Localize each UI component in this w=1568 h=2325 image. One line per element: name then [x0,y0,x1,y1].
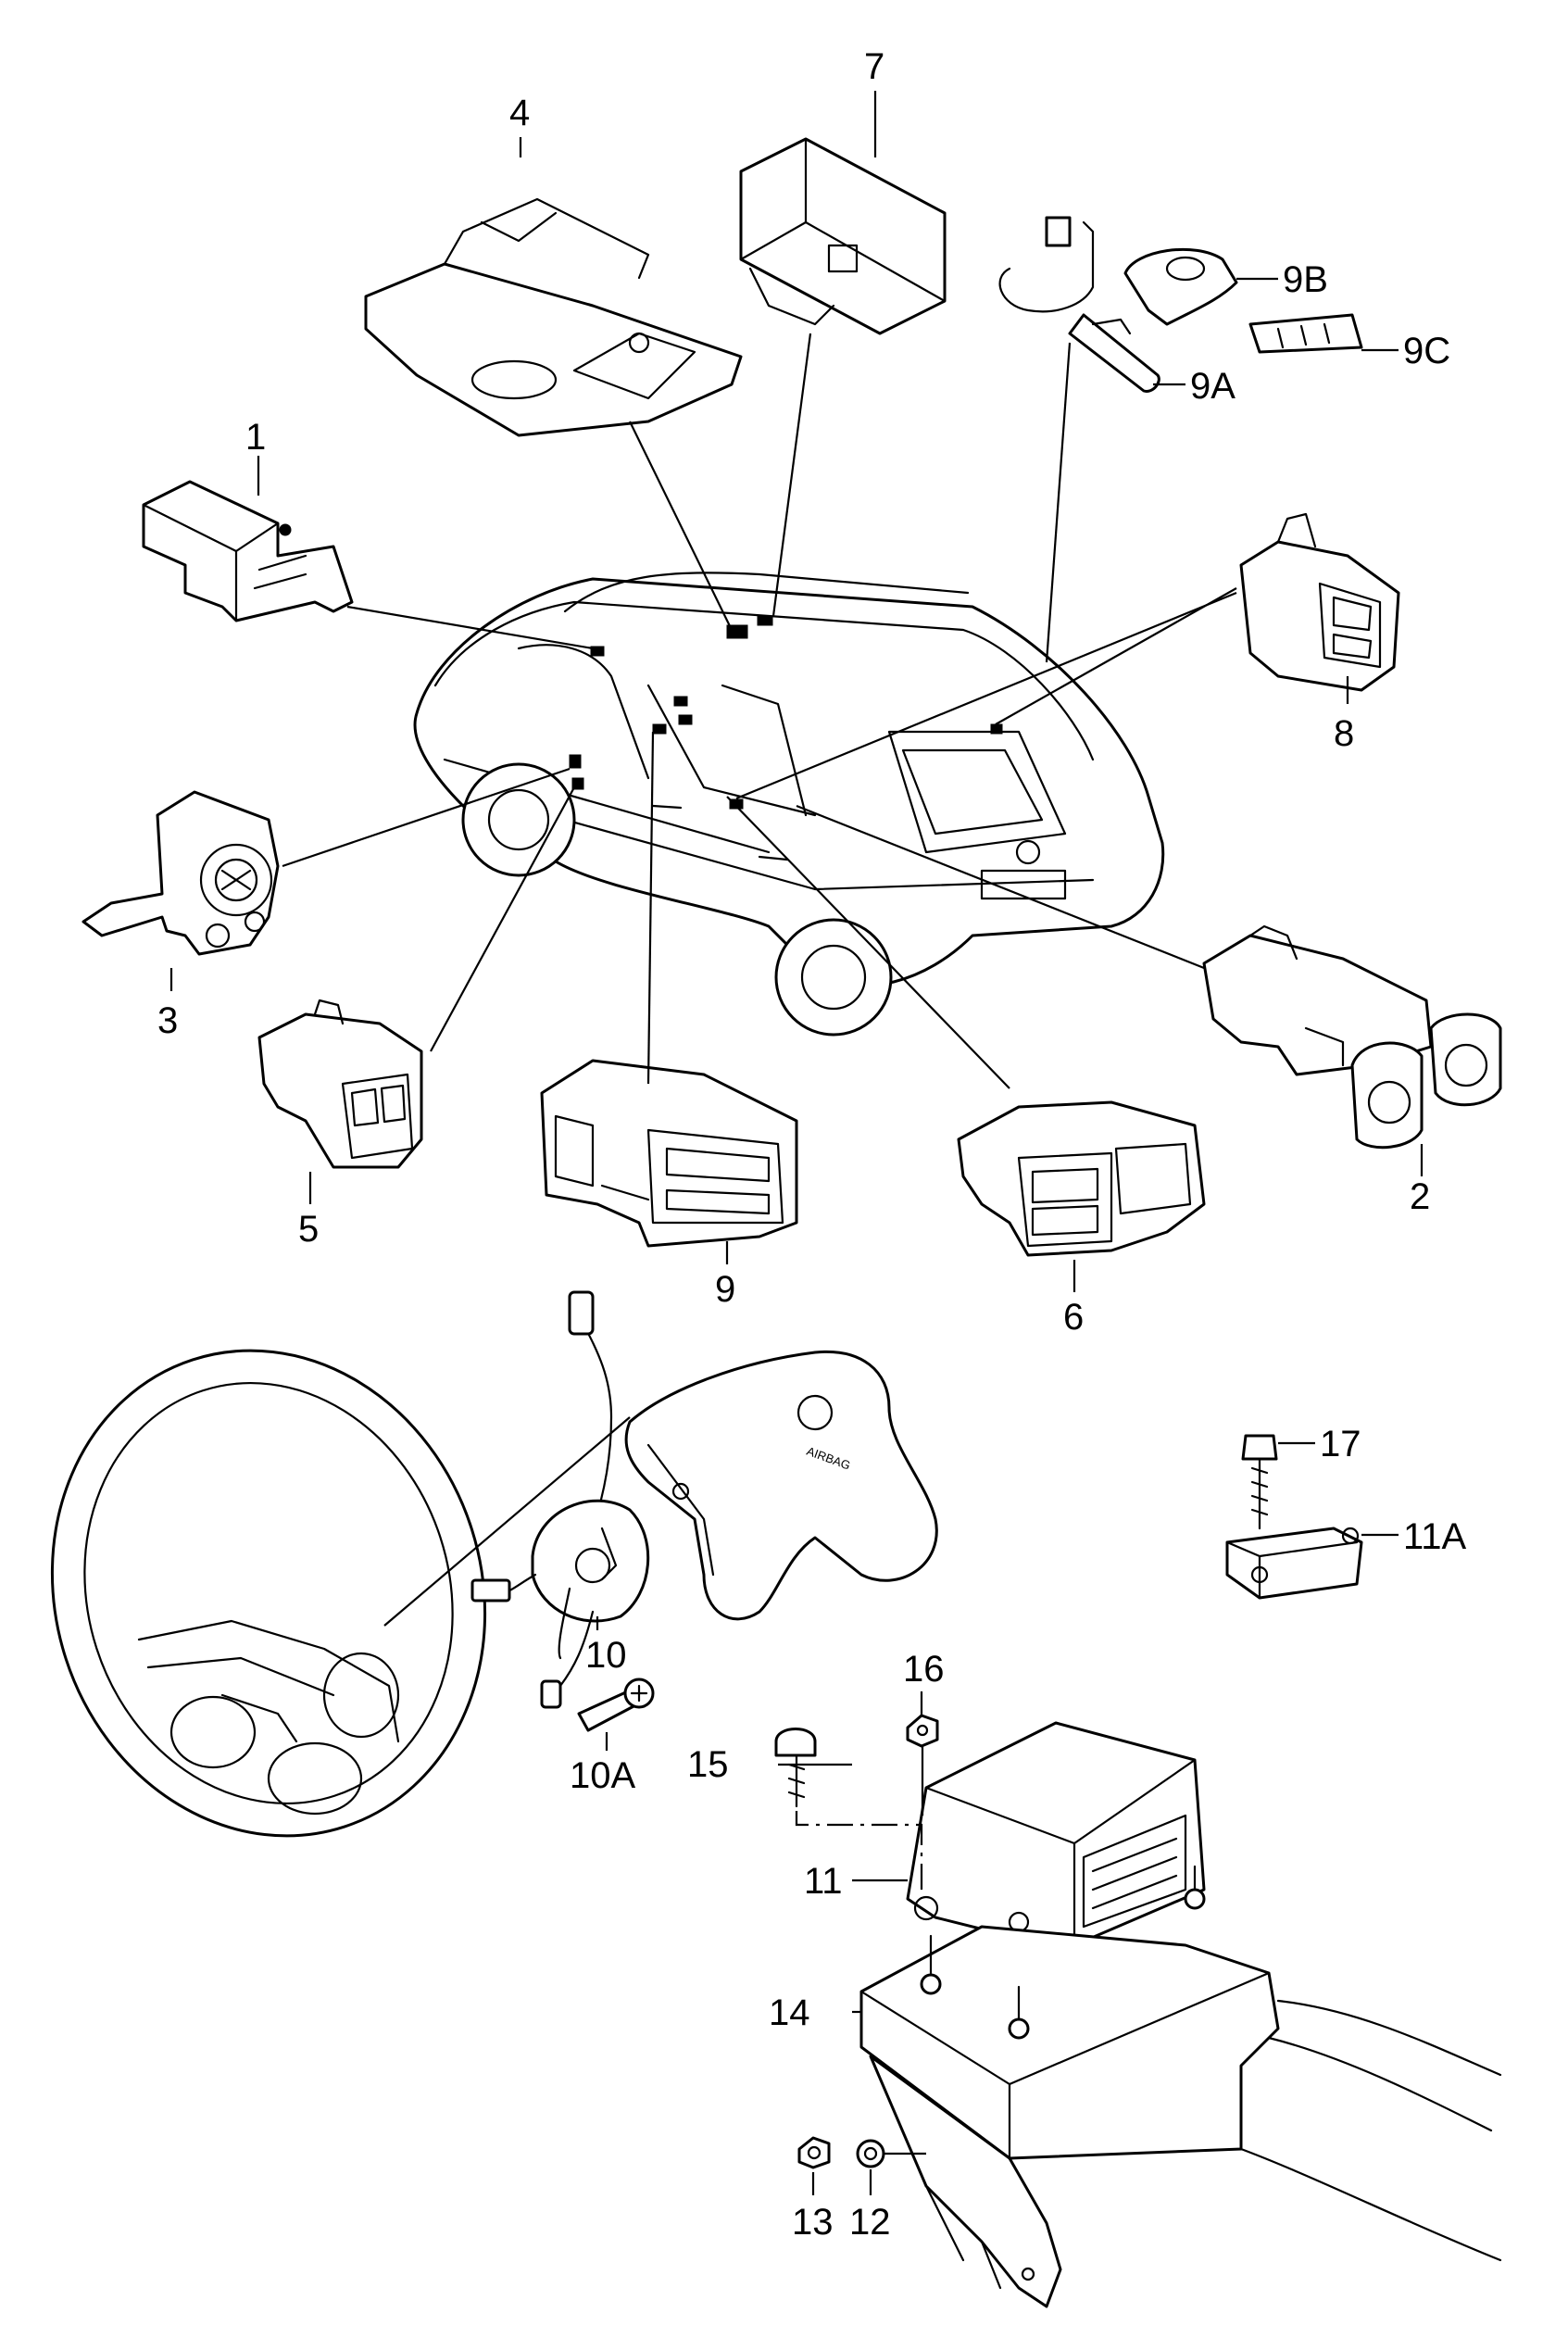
callout-9: 9 [715,1269,735,1310]
callout-10: 10 [585,1635,627,1676]
part-5-window-switch [257,999,423,1169]
part-4-motor-unit [364,197,743,437]
callout-11: 11 [804,1861,843,1902]
part-11a-crash-sensor [1225,1527,1363,1600]
callout-labels: 4 7 9B 9C 9A 1 8 3 2 5 9 6 17 11A 10 10A… [157,46,1467,2243]
part-8-window-switch [1239,512,1400,692]
part-3-mirror-switch [82,790,280,956]
part-14-mounting-bracket [859,1865,1502,2308]
steering-wheel [50,1349,487,1838]
callout-10a: 10A [570,1755,635,1796]
part-10-clock-spring [470,1290,650,1709]
leader-lines [169,91,1424,2195]
callout-7: 7 [864,46,884,87]
callout-9c: 9C [1403,331,1450,371]
airbag-steering-module: AIRBAG [624,1350,938,1621]
callout-16: 16 [903,1649,945,1690]
callout-14: 14 [769,1992,810,2033]
callout-2: 2 [1410,1176,1430,1217]
part-16-nut [906,1714,939,1748]
callout-13: 13 [792,2202,834,2243]
callout-3: 3 [157,1000,178,1041]
part-9c-clip [1248,313,1363,354]
callout-9b: 9B [1283,259,1328,300]
part-6-switch-block [957,1100,1206,1257]
part-7-control-box [739,137,947,335]
part-2-dual-switch [1202,924,1502,1150]
callout-11a: 11A [1403,1516,1467,1557]
part-12-washer [856,2139,885,2168]
callout-12: 12 [849,2202,891,2243]
assembly-line-15 [795,1811,923,1899]
part-1-switch [142,480,354,622]
vehicle-body [413,572,1165,1037]
part-11-airbag-control-unit [906,1721,1206,1947]
part-9b-cap [1123,247,1238,326]
part-13-nut [797,2136,831,2169]
part-9a-sensor-cable [998,216,1160,393]
callout-5: 5 [298,1209,319,1250]
callout-1: 1 [245,417,266,458]
callout-17: 17 [1320,1424,1361,1464]
part-9-switch-block [540,1059,798,1248]
part-15-bolt [774,1728,817,1808]
callout-15: 15 [687,1744,729,1785]
callout-8: 8 [1334,713,1354,754]
part-17-bolt [1241,1434,1278,1530]
part-10a-screw [577,1678,655,1732]
callout-4: 4 [509,93,530,133]
callout-6: 6 [1063,1297,1084,1338]
callout-9a: 9A [1190,366,1236,407]
